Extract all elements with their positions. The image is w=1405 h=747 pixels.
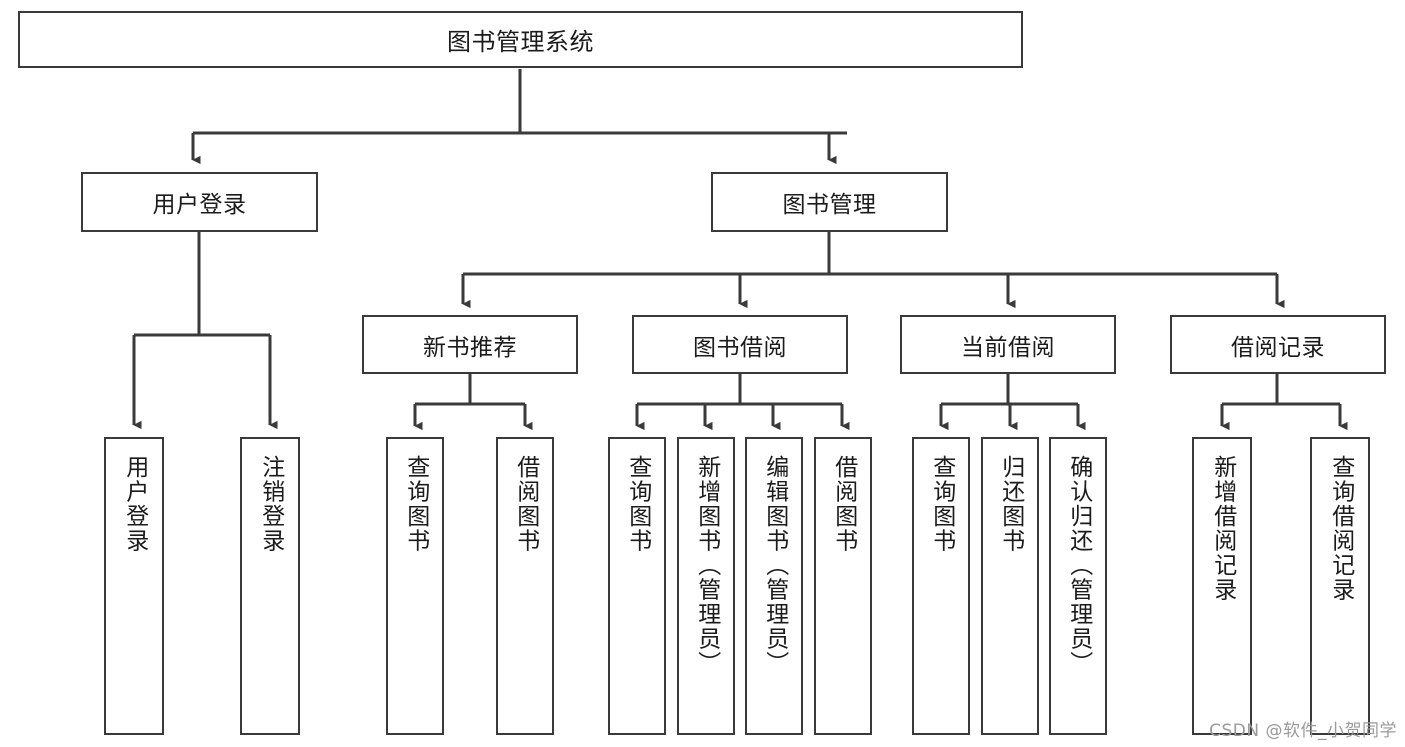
leaf-label: 新增借阅记录 <box>1209 455 1236 602</box>
leaf-label: 借阅图书 <box>830 455 857 553</box>
node-new-book-recommend[interactable]: 新书推荐 <box>362 315 578 374</box>
leaf-current-borrow-1[interactable]: 归还图书 <box>981 437 1039 735</box>
leaf-label: 查询图书 <box>928 455 955 553</box>
leaf-current-borrow-0[interactable]: 查询图书 <box>912 437 970 735</box>
leaf-label: 注销登录 <box>257 455 284 553</box>
leaf-user-login-1[interactable]: 注销登录 <box>240 437 300 735</box>
leaf-borrow-record-0[interactable]: 新增借阅记录 <box>1192 437 1252 735</box>
leaf-current-borrow-2[interactable]: 确认归还（管理员） <box>1049 437 1107 735</box>
leaf-label: 查询借阅记录 <box>1327 455 1354 602</box>
leaf-book-borrow-2[interactable]: 编辑图书（管理员） <box>745 437 803 735</box>
leaf-label: 编辑图书（管理员） <box>761 455 788 676</box>
leaf-borrow-record-1[interactable]: 查询借阅记录 <box>1310 437 1370 735</box>
leaf-new-book-rec-1[interactable]: 借阅图书 <box>496 437 554 735</box>
leaf-label: 查询图书 <box>624 455 651 553</box>
node-root[interactable]: 图书管理系统 <box>18 11 1023 68</box>
leaf-label: 用户登录 <box>121 455 148 553</box>
leaf-label: 新增图书（管理员） <box>693 455 720 676</box>
node-current-borrow[interactable]: 当前借阅 <box>900 315 1116 374</box>
node-book-borrow[interactable]: 图书借阅 <box>632 315 848 374</box>
node-book-manage[interactable]: 图书管理 <box>711 172 948 232</box>
leaf-label: 确认归还（管理员） <box>1065 455 1092 676</box>
leaf-new-book-rec-0[interactable]: 查询图书 <box>386 437 444 735</box>
leaf-user-login-0[interactable]: 用户登录 <box>104 437 164 735</box>
leaf-label: 查询图书 <box>402 455 429 553</box>
leaf-book-borrow-3[interactable]: 借阅图书 <box>814 437 872 735</box>
leaf-book-borrow-1[interactable]: 新增图书（管理员） <box>677 437 735 735</box>
node-borrow-record[interactable]: 借阅记录 <box>1170 315 1386 374</box>
node-user-login[interactable]: 用户登录 <box>81 172 318 232</box>
watermark-text: CSDN @软件_小贺同学 <box>1209 721 1397 741</box>
leaf-book-borrow-0[interactable]: 查询图书 <box>608 437 666 735</box>
leaf-label: 借阅图书 <box>512 455 539 553</box>
leaf-label: 归还图书 <box>997 455 1024 553</box>
